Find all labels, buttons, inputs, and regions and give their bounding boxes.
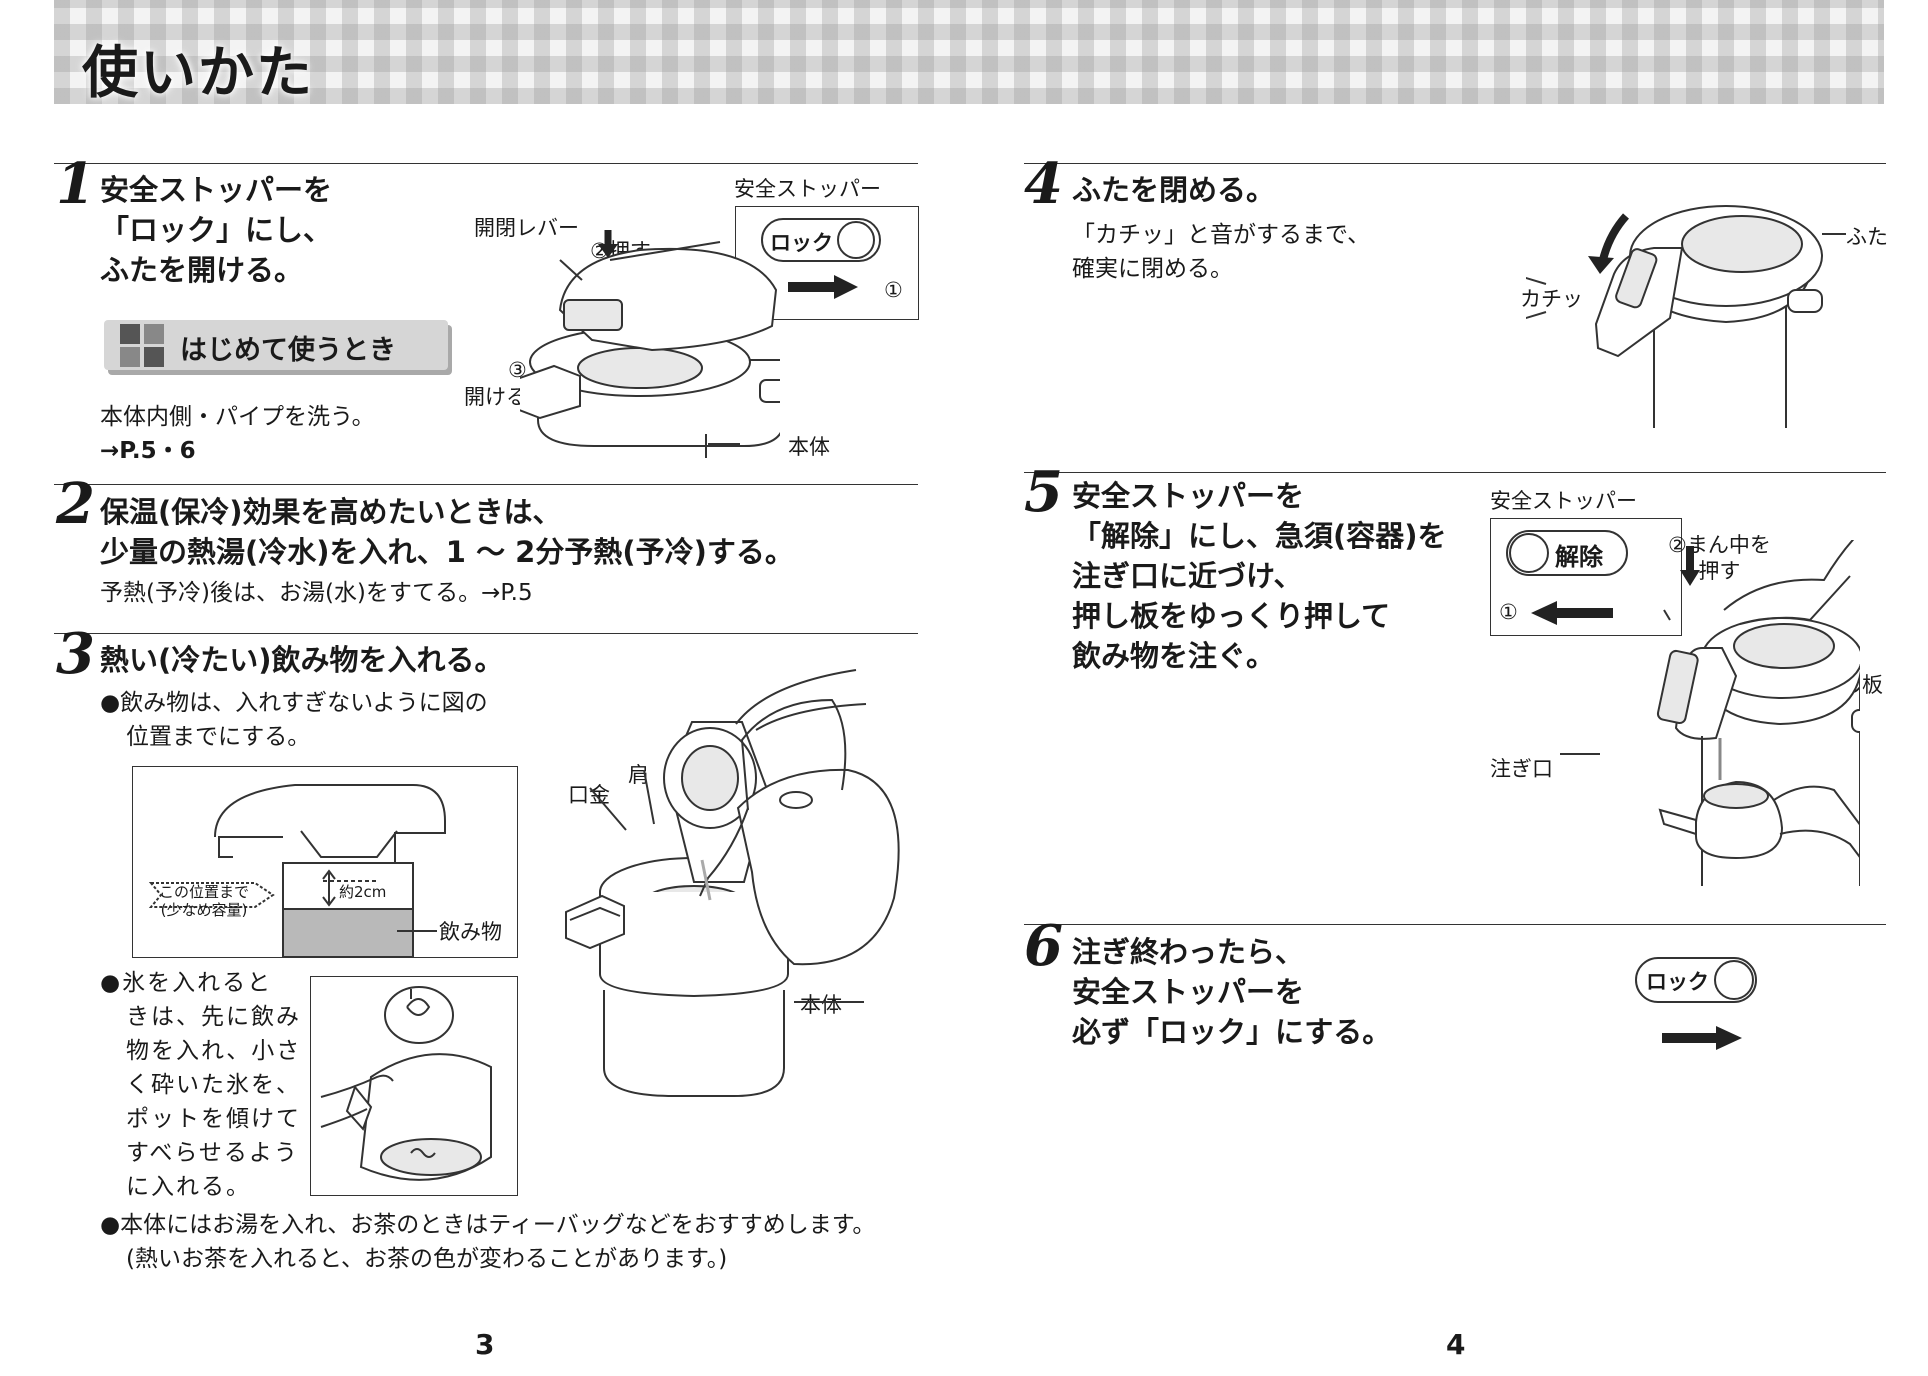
body-label: 本体 bbox=[788, 435, 830, 459]
open-label: 開ける bbox=[464, 385, 527, 409]
step-1-heading: 安全ストッパーを 「ロック」にし、 ふたを開ける。 bbox=[100, 173, 333, 287]
step-6-number: 6 bbox=[1024, 913, 1063, 979]
page-header: 使いかた bbox=[54, 0, 1884, 106]
badge-label: はじめて使うとき bbox=[180, 335, 396, 366]
section-divider bbox=[54, 633, 918, 634]
lock-indicator-box: ロック ① bbox=[735, 206, 919, 320]
step-4-text: 「カチッ」と音がするまで、 確実に閉める。 bbox=[1072, 222, 1371, 282]
pouring-into-teapot-illustration bbox=[1560, 540, 1860, 886]
pot-open-lid-illustration bbox=[520, 230, 780, 447]
open-step-label: ③ bbox=[508, 358, 527, 382]
section-divider bbox=[1024, 472, 1886, 473]
first-use-badge: はじめて使うとき bbox=[104, 320, 448, 370]
step-marker: ① bbox=[884, 278, 903, 302]
stopper-label: 安全ストッパー bbox=[734, 177, 881, 201]
release-label: 解除 bbox=[1555, 543, 1603, 571]
section-divider bbox=[1024, 163, 1886, 164]
step-3-bullet-2: ●氷を入れると きは、先に飲み 物を入れ、小さ く砕いた氷を、 ポットを傾けて … bbox=[100, 970, 302, 1200]
step-5-heading: 安全ストッパーを 「解除」にし、急須(容器)を 注ぎ口に近づけ、 押し板をゆっく… bbox=[1072, 479, 1447, 673]
lid-label: ふた bbox=[1846, 225, 1888, 249]
step-3-bullet-1: ●飲み物は、入れすぎないように図の 位置までにする。 bbox=[100, 690, 488, 750]
step-4-heading: ふたを閉める。 bbox=[1072, 173, 1276, 207]
drink-label: 飲み物 bbox=[439, 920, 502, 944]
page-number-left: 3 bbox=[475, 1328, 495, 1361]
section-divider bbox=[54, 484, 918, 485]
ice-pouring-illustration bbox=[310, 976, 518, 1196]
fill-mark-label: この位置まで (少なめ容量) bbox=[159, 883, 250, 919]
step-3-heading: 熱い(冷たい)飲み物を入れる。 bbox=[100, 643, 504, 677]
step-2-number: 2 bbox=[56, 471, 95, 537]
step-3-number: 3 bbox=[56, 621, 95, 687]
step-1-text: 本体内側・パイプを洗う。 →P.5・6 bbox=[100, 404, 375, 464]
kettle-pouring-illustration bbox=[565, 669, 900, 1097]
page-title: 使いかた bbox=[82, 41, 314, 106]
lock-indicator-final: ロック bbox=[1632, 956, 1762, 1060]
lock-label-2: ロック bbox=[1646, 970, 1709, 994]
fill-level-diagram: この位置まで (少なめ容量) 約2cm 飲み物 bbox=[132, 766, 518, 958]
spout-label: 注ぎ口 bbox=[1490, 757, 1553, 781]
body-leader-lines bbox=[609, 241, 740, 458]
step-6-heading: 注ぎ終わったら、 安全ストッパーを 必ず「ロック」にする。 bbox=[1072, 935, 1392, 1049]
closing-lid-illustration bbox=[1526, 205, 1846, 428]
stopper-label-2: 安全ストッパー bbox=[1490, 489, 1637, 513]
lock-label: ロック bbox=[770, 231, 833, 255]
kata-label: 肩 bbox=[628, 763, 649, 787]
step-2-heading: 保温(保冷)効果を高めたいときは、 少量の熱湯(冷水)を入れ、1 ～ 2分予熱(… bbox=[100, 495, 794, 569]
step-3-bullet-3: ●本体にはお湯を入れ、お茶のときはティーバッグなどをおすすめします。 (熱いお茶… bbox=[100, 1212, 876, 1272]
step-1-number: 1 bbox=[56, 151, 95, 217]
step-5-number: 5 bbox=[1024, 459, 1063, 525]
lever-label: 開閉レバー bbox=[474, 216, 579, 240]
page-number-right: 4 bbox=[1446, 1328, 1466, 1361]
step-2-text: 予熱(予冷)後は、お湯(水)をすてる。→P.5 bbox=[100, 580, 533, 606]
click-sound-label: カチッ bbox=[1520, 287, 1583, 311]
step-4-number: 4 bbox=[1024, 151, 1063, 217]
section-divider bbox=[54, 163, 918, 164]
step-marker-2: ① bbox=[1499, 600, 1518, 624]
release-indicator-box: 解除 ① bbox=[1490, 518, 1682, 636]
approx-2cm-label: 約2cm bbox=[339, 883, 387, 901]
body-label-2: 本体 bbox=[800, 993, 842, 1017]
section-divider bbox=[1024, 924, 1886, 925]
center-push-label: ②まん中を 押す bbox=[1668, 533, 1771, 583]
